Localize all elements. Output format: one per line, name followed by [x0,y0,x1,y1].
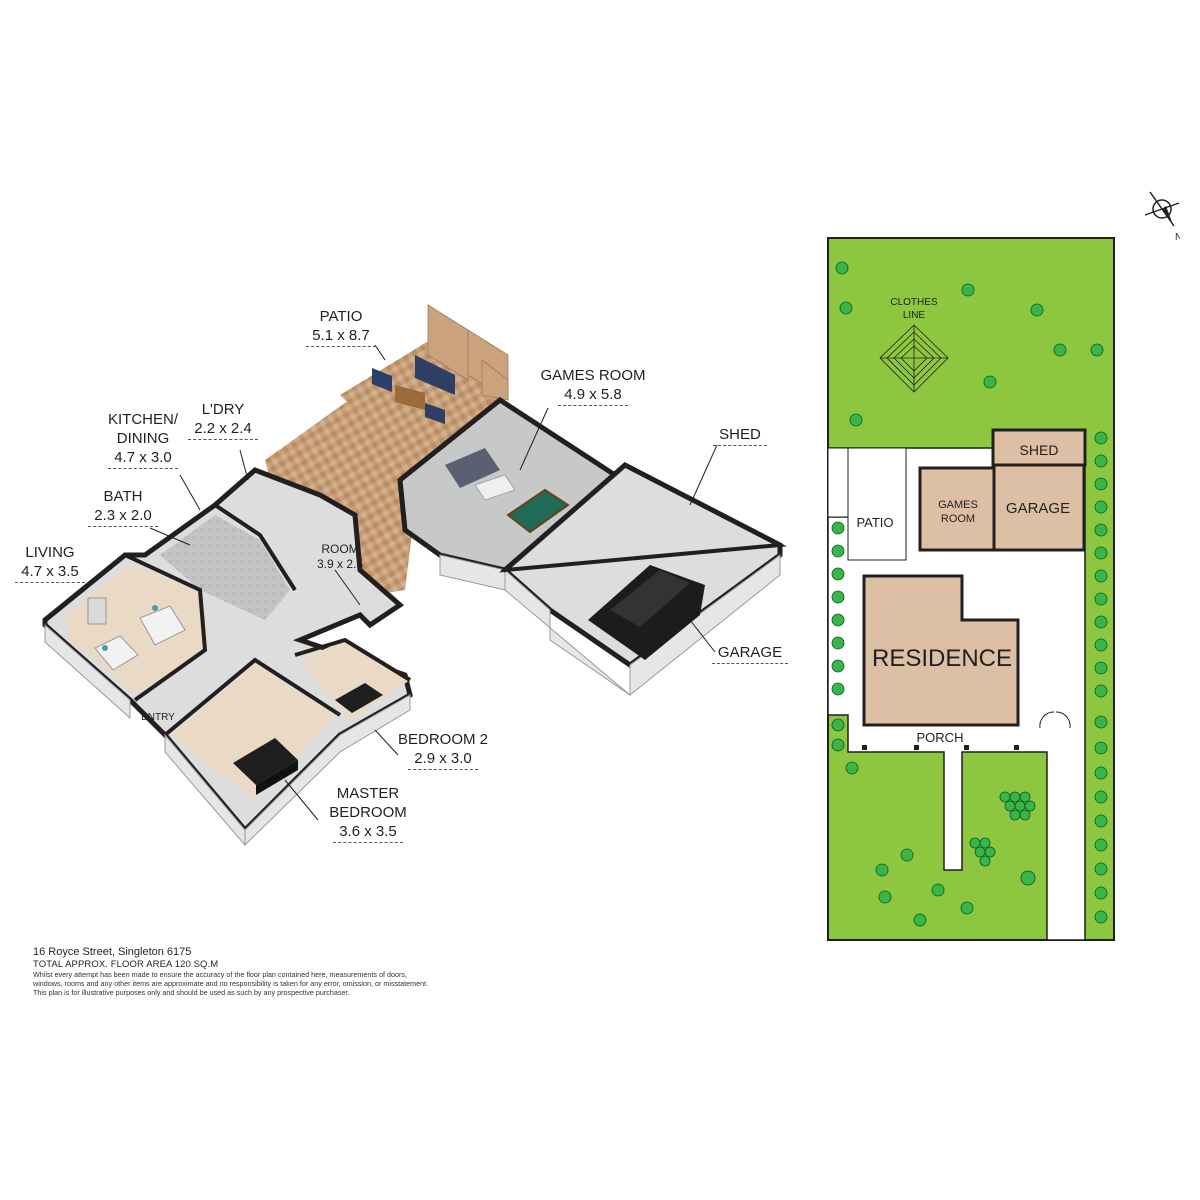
master-floor [170,665,335,800]
room-name: KITCHEN/ DINING [107,411,178,447]
room-name: ROOM [321,542,359,556]
room-dims: 4.9 x 5.8 [558,385,628,406]
footer: 16 Royce Street, Singleton 6175 TOTAL AP… [33,946,553,997]
clothes-line-label-2: LINE [903,310,926,321]
room-dims: 4.7 x 3.0 [108,448,178,469]
living-furniture [87,597,186,671]
disclaimer-line-3: This plan is for illustrative purposes o… [33,988,350,997]
site-games-room [918,466,996,552]
clothes-line-icon [879,324,949,393]
house-wall-side [44,623,131,720]
room-name: SHED [713,425,767,446]
bedroom2-bed [335,683,383,713]
porch-label: PORCH [917,730,964,745]
label-garage: GARAGE [705,643,795,664]
room-name: BATH [103,488,143,505]
residence-label: RESIDENCE [872,645,1012,672]
house-wall-side-3 [244,694,411,847]
patio-furniture [372,355,455,424]
room-dims: 2.2 x 2.4 [188,419,258,440]
room-dims: 5.1 x 8.7 [306,326,376,347]
room-name: ENTRY [141,712,175,723]
room-name: PATIO [319,308,363,325]
compass-icon [1144,191,1180,227]
residence-door-icon [1039,711,1071,729]
master-bed [233,738,298,795]
garage-wall [504,554,781,696]
disclaimer-line-2: windows, rooms and any other items are a… [33,979,429,988]
garage-label: GARAGE [1006,500,1070,517]
leader-lines [149,344,718,821]
kitchen-floor [160,515,290,620]
games-room-label-2: ROOM [941,513,975,525]
label-bath: BATH 2.3 x 2.0 [78,487,168,527]
paved-left-strip [827,447,849,518]
label-entry: ENTRY [133,712,183,724]
label-laundry: L'DRY 2.2 x 2.4 [183,400,263,440]
floor-area: TOTAL APPROX. FLOOR AREA 120 SQ.M [33,959,219,970]
room-name: BEDROOM 2 [397,731,488,748]
label-games-room: GAMES ROOM 4.9 x 5.8 [533,366,653,406]
room-name: LIVING [25,544,75,561]
room-dims: 2.3 x 2.0 [88,506,158,527]
label-patio: PATIO 5.1 x 8.7 [296,307,386,347]
room-name: L'DRY [201,401,245,418]
address: 16 Royce Street, Singleton 6175 [33,946,192,958]
label-shed: SHED [705,425,775,446]
site-shed [991,428,1087,467]
site-garage [992,463,1086,552]
bedroom2-floor [300,640,410,720]
room-name: MASTER BEDROOM [329,785,407,821]
room-dims: 3.9 x 2.5 [316,557,364,571]
living-floor [65,565,210,695]
label-room: ROOM 3.9 x 2.5 [307,542,373,572]
site-patio [847,447,907,561]
patio-label: PATIO [856,515,893,530]
label-living: LIVING 4.7 x 3.5 [6,543,94,583]
room-dims: 3.6 x 3.5 [333,822,403,843]
label-kitchen: KITCHEN/ DINING 4.7 x 3.0 [98,410,188,469]
label-bedroom-2: BEDROOM 2 2.9 x 3.0 [388,730,498,770]
room-dims: 2.9 x 3.0 [408,749,478,770]
site-residence [862,574,1020,727]
porch-posts [862,745,1019,750]
shed-divider [499,462,788,573]
room-name: GARAGE [711,643,789,664]
patio-fence [427,304,509,401]
site-plan: N [827,191,1180,941]
games-room-label: GAMES [938,499,978,511]
room-dims: 4.7 x 3.5 [15,562,85,583]
house-walls [124,503,412,737]
trees [831,261,1108,927]
compass-label: N [1175,232,1180,243]
games-furniture [445,448,570,534]
label-master-bedroom: MASTER BEDROOM 3.6 x 3.5 [318,784,418,843]
car [588,565,705,660]
disclaimer-line-1: Whilst every attempt has been made to en… [33,970,407,979]
room-name: GAMES ROOM [540,367,646,384]
shed-label: SHED [1020,442,1059,458]
clothes-line-label: CLOTHES [890,297,938,308]
